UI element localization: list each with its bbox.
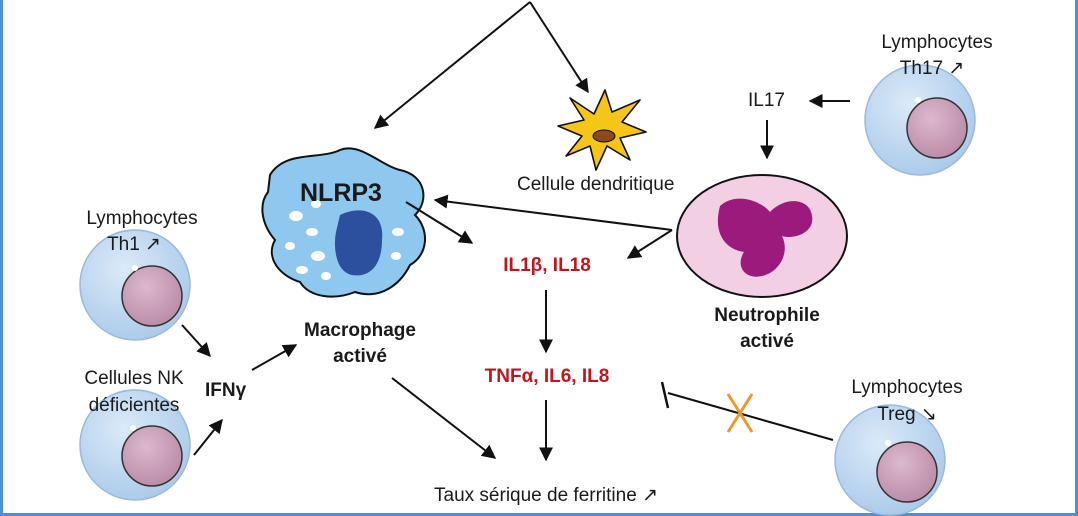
th1-cell xyxy=(79,229,191,341)
th17-label-line1: Lymphocytes xyxy=(881,32,993,53)
ferritin-label: Taux sérique de ferritine ↗ xyxy=(434,485,658,506)
macrophage-label-line2: activé xyxy=(333,346,387,367)
macrophage-label-line1: Macrophage xyxy=(304,320,416,341)
dendritic-cell xyxy=(557,89,647,171)
tnfa-il6-il8-label: TNFα, IL6, IL8 xyxy=(484,366,610,387)
ifng-label: IFNγ xyxy=(205,380,247,401)
neutrophil-label-line1: Neutrophile xyxy=(714,305,820,326)
neutrophil-cell xyxy=(676,174,848,298)
increase-arrow-icon: ↗ xyxy=(642,485,658,506)
nlrp3-label: NLRP3 xyxy=(300,179,382,207)
dendritic-label: Cellule dendritique xyxy=(517,174,675,195)
decrease-arrow-icon: ↘ xyxy=(920,404,937,425)
macrophage-cell xyxy=(261,147,427,298)
th17-cell xyxy=(864,64,976,176)
increase-arrow-icon: ↗ xyxy=(948,58,965,79)
th1-label-line2: Th1 ↗ xyxy=(107,234,161,255)
treg-label-line2: Treg ↘ xyxy=(877,404,937,425)
treg-inhibition xyxy=(660,381,834,441)
il17-label: IL17 xyxy=(748,90,785,111)
nk-cell xyxy=(79,389,191,501)
il1b-il18-label: IL1β, IL18 xyxy=(503,255,591,276)
treg-label-line1: Lymphocytes xyxy=(851,377,963,398)
nk-label-line2: déficientes xyxy=(88,395,180,416)
nk-label-line1: Cellules NK xyxy=(84,368,184,389)
th1-label-line1: Lymphocytes xyxy=(86,208,198,229)
th17-label-line2: Th17 ↗ xyxy=(899,58,965,79)
treg-cell xyxy=(834,404,946,516)
top-source-arrows xyxy=(373,1,589,129)
neutrophil-label-line2: activé xyxy=(740,331,794,352)
increase-arrow-icon: ↗ xyxy=(145,234,161,255)
pathway-arrows xyxy=(181,94,850,462)
